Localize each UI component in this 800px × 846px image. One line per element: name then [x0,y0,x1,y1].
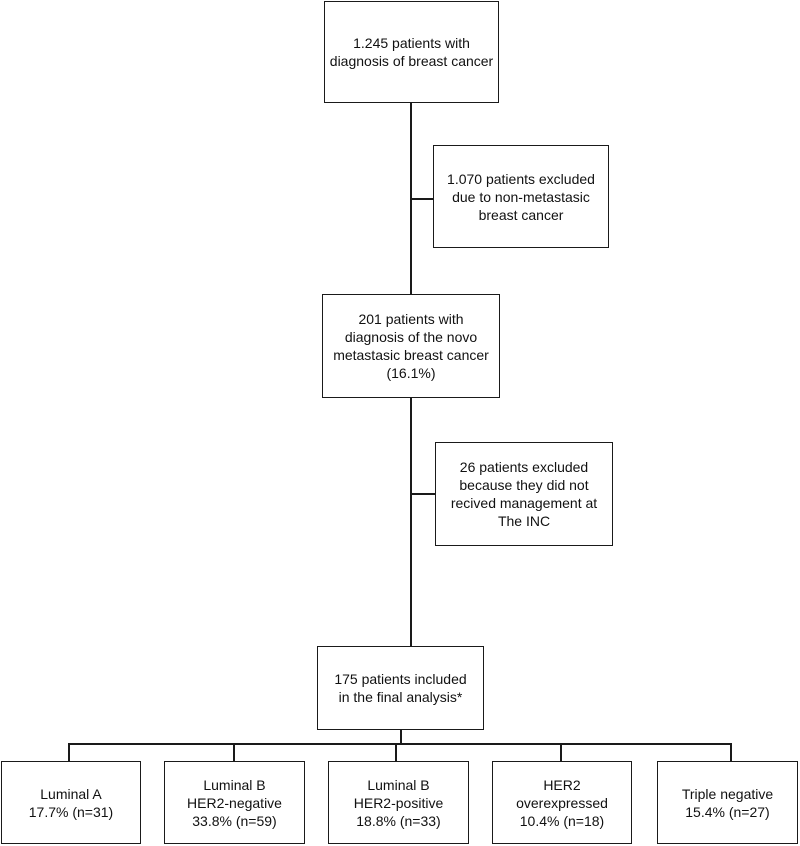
box-excluded-nonmeta-line-1: 1.070 patients excluded [447,170,595,187]
connector-horizontal-bus [68,743,731,745]
box-denovo-line-1: 201 patients with [358,311,464,327]
connector-drop-luminal-b-pos [395,743,397,761]
subtype-luminal-a-line-2: 17.7% (n=31) [28,803,114,820]
subtype-triple-negative-line-2: 15.4% (n=27) [685,803,770,820]
box-denovo-line-4: (16.1%) [386,365,436,381]
box-de-novo-metastatic: 201 patients with diagnosis of the novo … [322,294,500,398]
box-subtype-luminal-b-her2-positive: Luminal B HER2-positive 18.8% (n=33) [328,761,469,844]
box-subtype-luminal-a: Luminal A 17.7% (n=31) [1,761,141,844]
subtype-luminal-b-neg-line-3: 33.8% (n=59) [192,812,277,829]
subtype-luminal-b-pos-line-2: HER2-positive [353,794,444,811]
connector-main-2 [410,398,412,646]
box-total-line-1: 1.245 patients with [353,35,470,51]
connector-main-3 [400,730,402,744]
box-excluded-nonmeta-line-3: breast cancer [478,206,564,223]
subtype-her2-line-1: HER2 [543,776,581,793]
box-included-line-1: 175 patients included [334,671,467,687]
subtype-luminal-b-pos-line-3: 18.8% (n=33) [356,812,441,829]
box-subtype-triple-negative: Triple negative 15.4% (n=27) [657,761,798,844]
box-denovo-line-2: diagnosis of the novo [344,329,478,345]
box-excluded-no-management: 26 patients excluded because they did no… [435,442,613,546]
box-total-line-2: diagnosis of breast cancer [329,53,494,69]
subtype-luminal-b-neg-line-2: HER2-negative [187,794,282,811]
connector-drop-luminal-b-neg [233,743,235,761]
connector-drop-luminal-a [68,743,70,761]
box-included-final-analysis: 175 patients included in the final analy… [317,646,484,730]
box-denovo-line-3: metastasic breast cancer [333,347,489,363]
subtype-her2-line-3: 10.4% (n=18) [519,812,605,829]
box-subtype-luminal-b-her2-negative: Luminal B HER2-negative 33.8% (n=59) [164,761,305,844]
box-excluded-mgmt-line-1: 26 patients excluded [459,459,589,475]
subtype-luminal-b-neg-line-1: Luminal B [203,776,266,793]
box-excluded-mgmt-line-4: The INC [497,513,551,529]
subtype-luminal-a-line-1: Luminal A [40,785,102,802]
box-excluded-non-metastatic: 1.070 patients excluded due to non-metas… [433,145,609,248]
box-excluded-mgmt-line-2: because they did not [459,477,589,493]
subtype-luminal-b-pos-line-1: Luminal B [367,776,430,793]
connector-drop-triple-negative [730,743,732,761]
connector-branch-excluded-2 [410,493,435,495]
box-excluded-nonmeta-line-2: due to non-metastasic [452,188,590,205]
connector-drop-her2 [560,743,562,761]
box-total-patients: 1.245 patients with diagnosis of breast … [324,1,499,103]
box-excluded-mgmt-line-3: recived management at [450,495,598,511]
connector-branch-excluded-1 [410,198,433,200]
box-included-line-2: in the final analysis* [338,689,463,705]
box-subtype-her2-overexpressed: HER2 overexpressed 10.4% (n=18) [492,761,632,844]
subtype-triple-negative-line-1: Triple negative [681,785,774,802]
subtype-her2-line-2: overexpressed [516,794,608,811]
